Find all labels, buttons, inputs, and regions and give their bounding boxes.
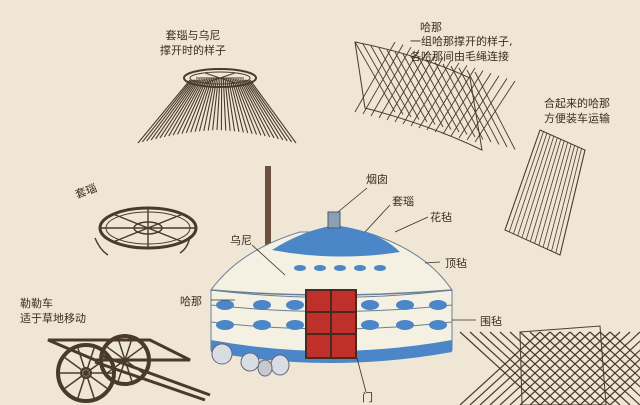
taonao-small-drawing [94,206,198,256]
label-weizhan: 围毡 [480,315,502,328]
hana-folded-drawing [504,129,586,256]
label-hana-title: 哈那 [420,21,442,34]
wuni-umbrella-drawing [137,68,297,144]
leader-lines [211,187,476,393]
label-taonao-wuni: 套瑙与乌尼 撑开时的样子 [160,28,226,58]
label-taonao-wuni-line2: 撑开时的样子 [160,44,226,57]
label-taonao-top: 套瑙 [392,195,414,208]
label-taonao-wuni-line1: 套瑙与乌尼 [165,29,221,42]
hana-lattice-detail [459,325,640,405]
label-cart-line1: 勒勒车 [20,297,53,310]
label-cart: 勒勒车 适于草地移动 [20,296,86,326]
label-cart-line2: 适于草地移动 [20,312,86,325]
label-hana-folded-line1: 合起来的哈那 [544,97,610,110]
hana-expanded-drawing [354,41,516,151]
yurt-drawing [210,166,453,377]
label-hana-folded-line2: 方便装车运输 [544,112,610,125]
label-hana-yurt: 哈那 [180,295,202,308]
label-dingzhan: 顶毡 [445,257,467,270]
lele-cart-drawing [47,334,211,403]
label-hana-desc-line2: 各哈那间由毛绳连接 [410,50,509,63]
label-wuni: 乌尼 [230,234,252,247]
label-chimney: 烟囱 [366,173,388,186]
label-hana-desc: 一组哈那撑开的样子, 各哈那间由毛绳连接 [410,34,513,64]
label-huazhan: 花毡 [430,211,452,224]
label-hana-desc-line1: 一组哈那撑开的样子, [410,35,513,48]
label-door: 门 [362,391,373,404]
label-hana-folded: 合起来的哈那 方便装车运输 [544,96,610,126]
